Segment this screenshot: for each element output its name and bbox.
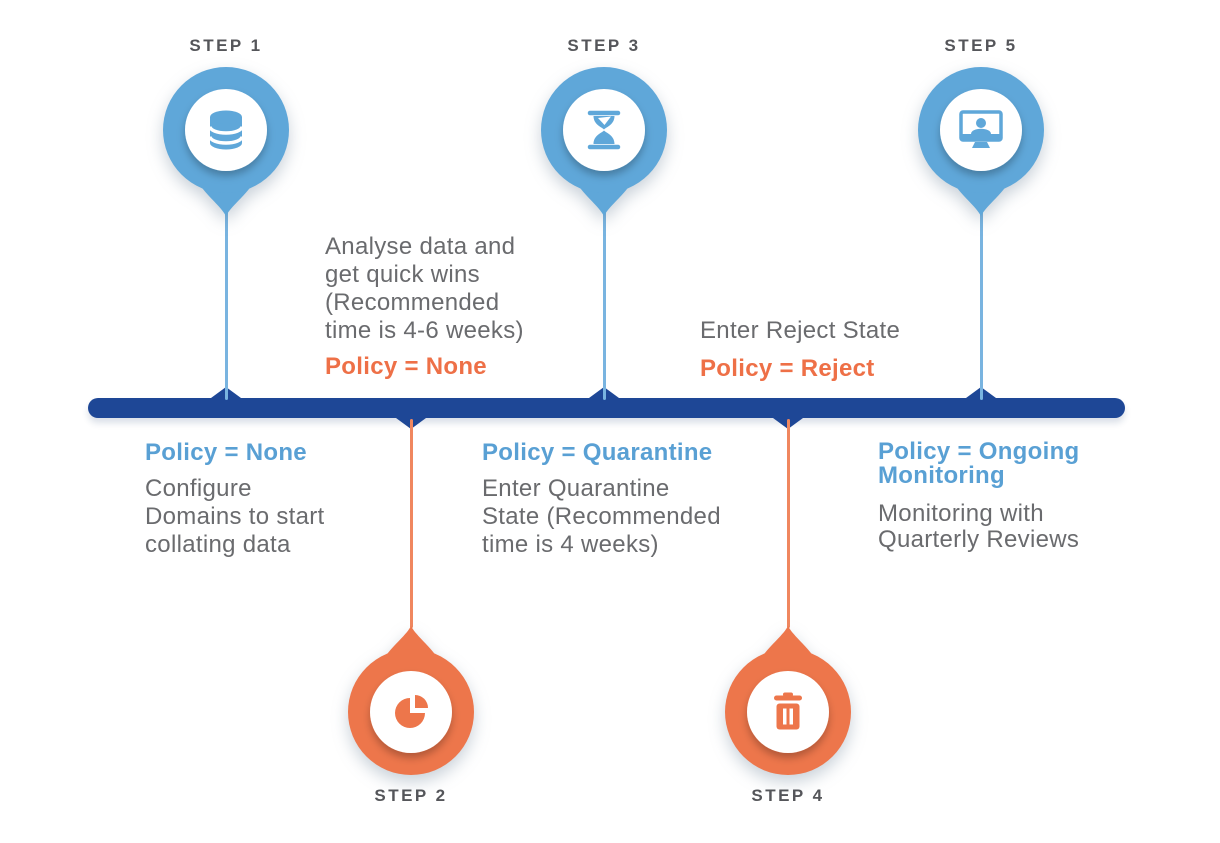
step1-description: Configure Domains to start collating dat… bbox=[145, 475, 325, 558]
step5-connector-line bbox=[979, 210, 983, 400]
step2-label: STEP 2 bbox=[374, 786, 448, 805]
step1-connector-line bbox=[224, 210, 228, 400]
step2-annotation: Analyse data and get quick wins (Recomme… bbox=[325, 233, 585, 381]
step5-policy-text: Policy = Ongoing Monitoring bbox=[878, 438, 1080, 489]
step4-annotation: Enter Reject State Policy = Reject bbox=[700, 317, 960, 383]
step1-pin bbox=[156, 64, 296, 224]
step2-policy-text: Policy = None bbox=[325, 353, 487, 380]
step4-connector-line bbox=[786, 419, 790, 628]
step5-annotation: Policy = Ongoing Monitoring Monitoring w… bbox=[878, 440, 1138, 553]
step4-policy-text: Policy = Reject bbox=[700, 355, 875, 382]
step2-pin bbox=[341, 618, 481, 778]
database-icon bbox=[208, 110, 244, 150]
monitor-user-icon bbox=[959, 110, 1003, 148]
step3-annotation: Policy = Quarantine Enter Quarantine Sta… bbox=[482, 439, 772, 559]
hourglass-icon bbox=[587, 110, 621, 150]
step1-policy-text: Policy = None bbox=[145, 439, 307, 466]
step3-policy-text: Policy = Quarantine bbox=[482, 439, 713, 466]
step1-annotation: Policy = None Configure Domains to start… bbox=[145, 439, 415, 559]
step3-connector-line bbox=[602, 210, 606, 400]
step3-description: Enter Quarantine State (Recommended time… bbox=[482, 475, 721, 558]
step5-pin bbox=[911, 64, 1051, 224]
step5-description: Monitoring with Quarterly Reviews bbox=[878, 500, 1080, 553]
timeline-bar bbox=[88, 398, 1125, 418]
step5-label: STEP 5 bbox=[944, 36, 1018, 55]
trash-icon bbox=[774, 692, 802, 730]
step2-description: Analyse data and get quick wins (Recomme… bbox=[325, 233, 524, 344]
step3-pin bbox=[534, 64, 674, 224]
step4-pin bbox=[718, 618, 858, 778]
step4-description: Enter Reject State bbox=[700, 317, 901, 344]
step4-label: STEP 4 bbox=[751, 786, 825, 805]
step3-label: STEP 3 bbox=[567, 36, 641, 55]
step1-label: STEP 1 bbox=[189, 36, 263, 55]
step2-connector-line bbox=[409, 419, 413, 628]
pie-chart-icon bbox=[395, 695, 428, 728]
